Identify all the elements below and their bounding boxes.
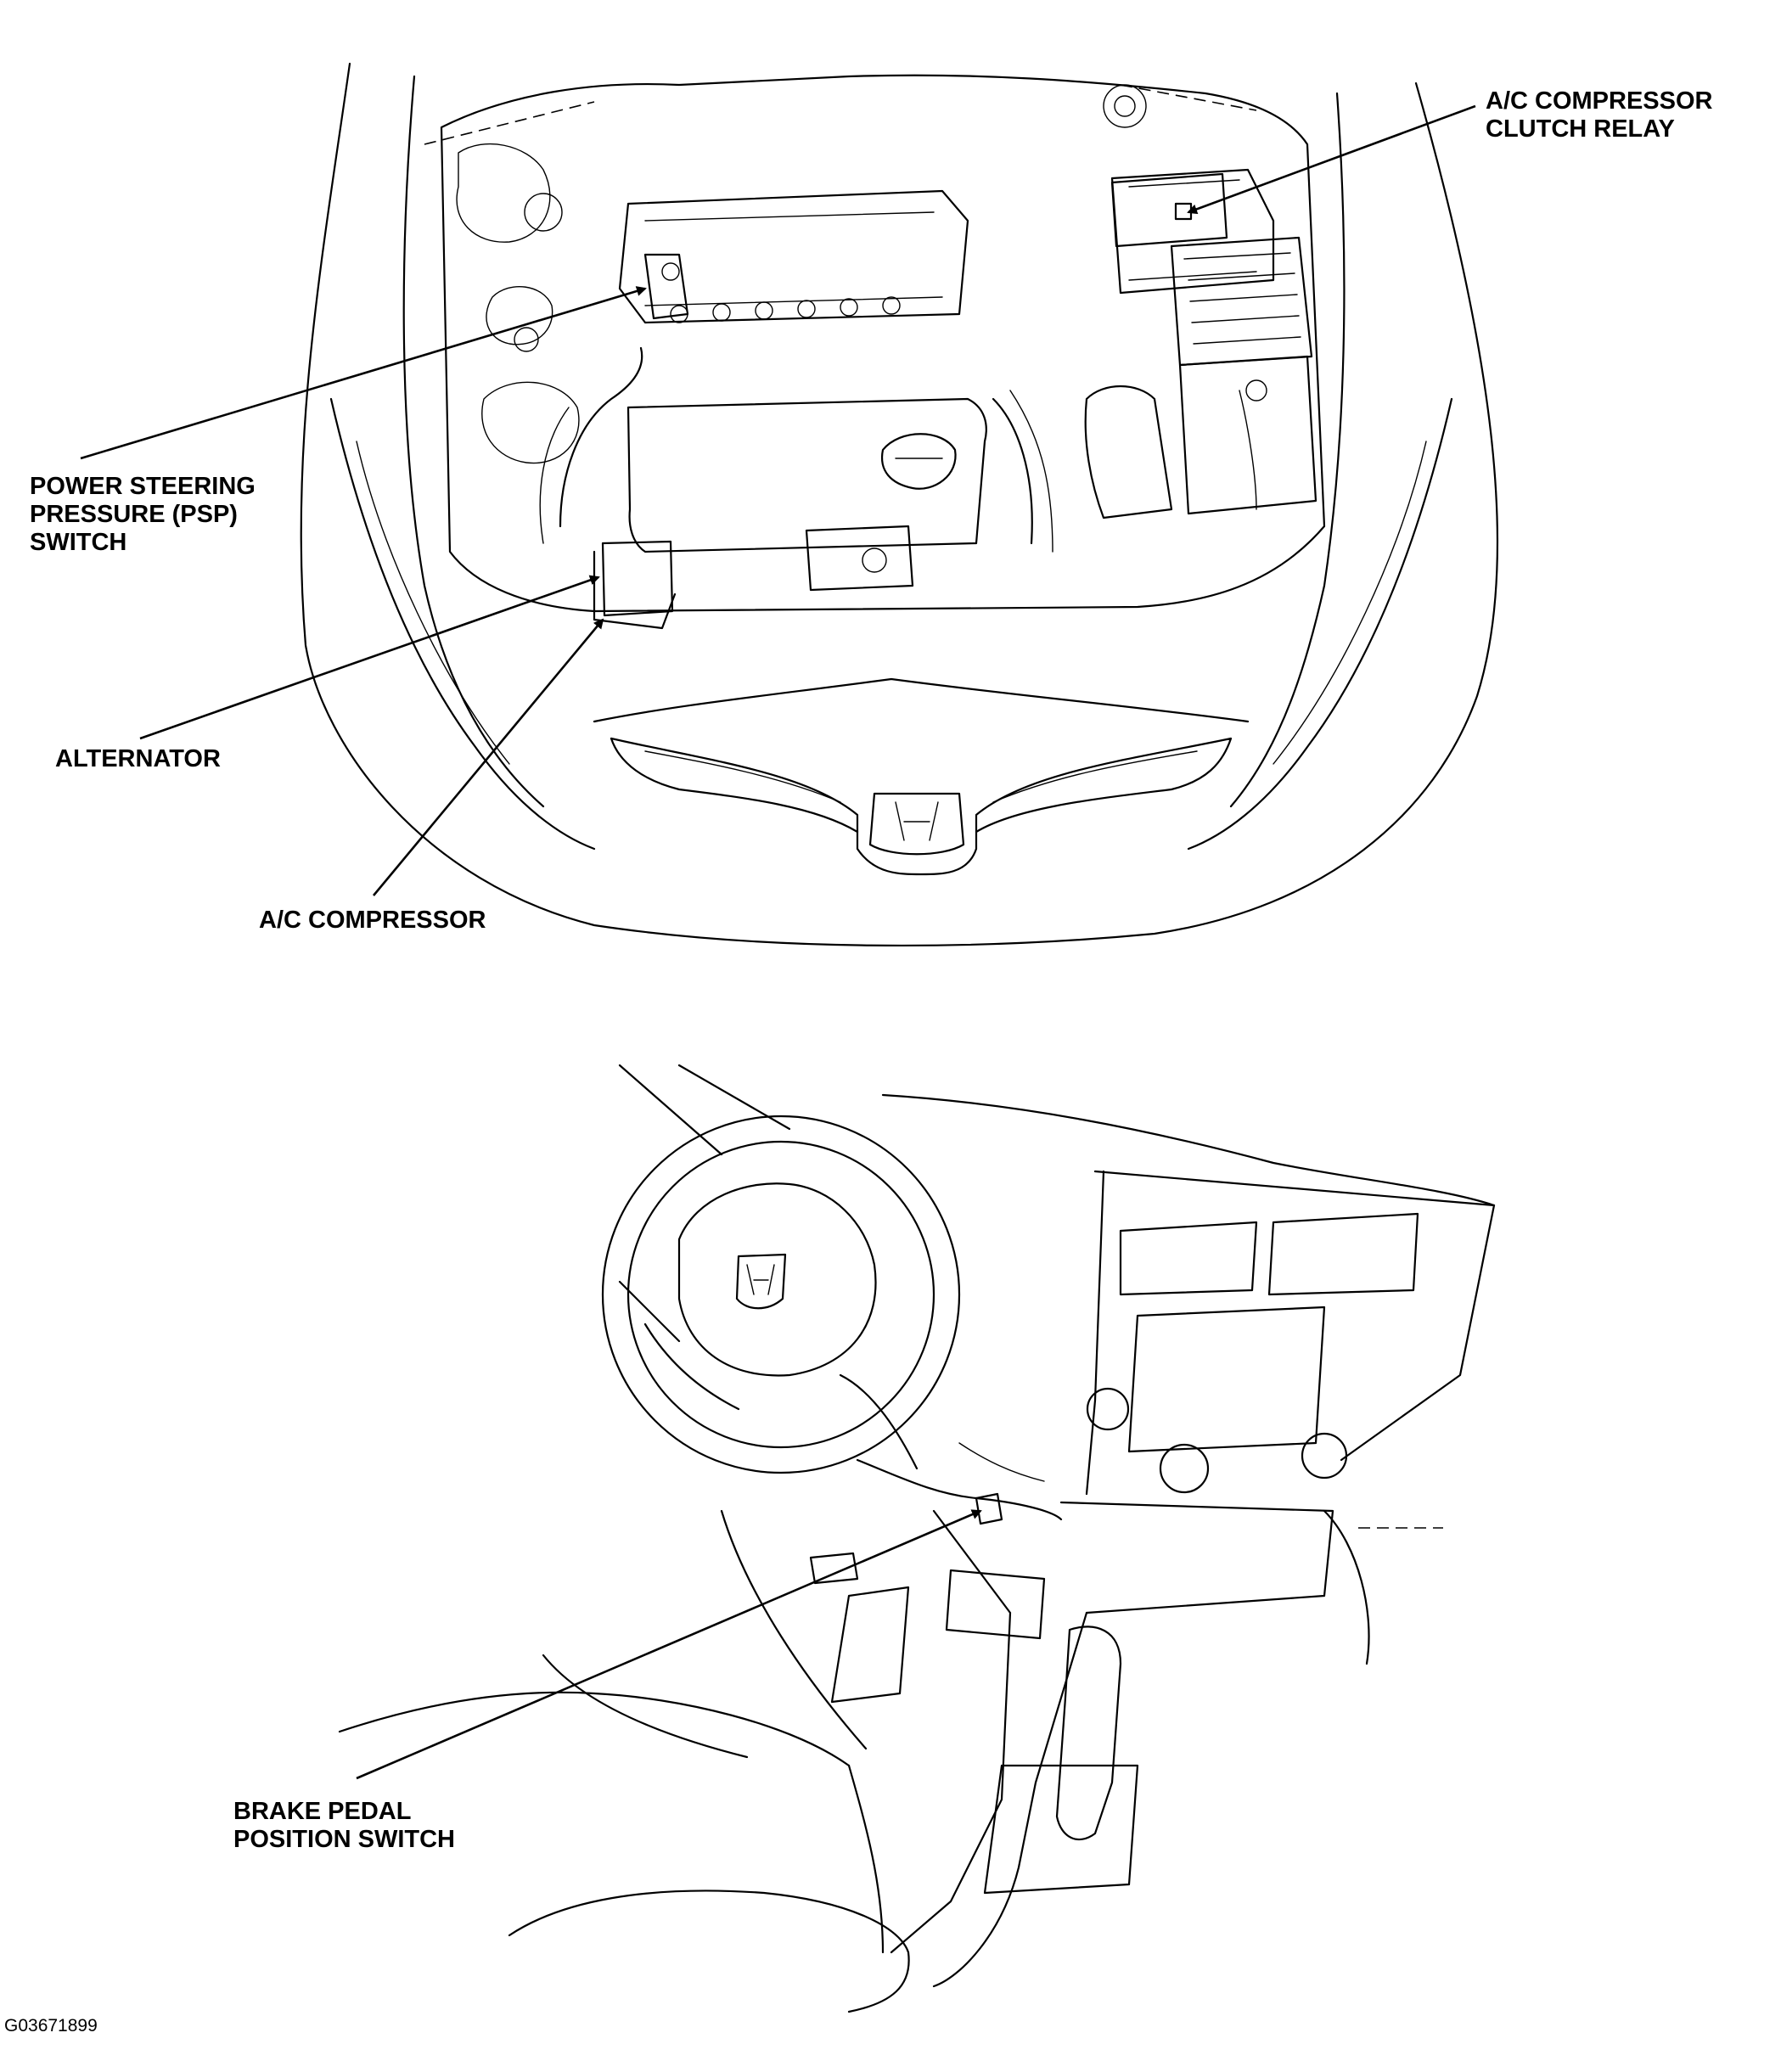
interior-illustration [338, 1064, 1496, 2013]
leader-ac-compressor [373, 618, 604, 896]
callout-ac-compressor-clutch-relay: A/C COMPRESSOR CLUTCH RELAY [1486, 87, 1713, 143]
leader-brake-switch [356, 1509, 982, 1780]
leader-psp-switch [80, 286, 647, 460]
engine-bay-illustration [300, 62, 1499, 947]
callout-alternator: ALTERNATOR [55, 745, 221, 772]
callout-power-steering-pressure-switch: POWER STEERING PRESSURE (PSP) SWITCH [30, 473, 256, 556]
leader-alternator [139, 575, 600, 740]
callout-ac-compressor: A/C COMPRESSOR [259, 907, 486, 934]
leader-lines [80, 104, 1476, 1780]
leader-ac-clutch-relay [1187, 104, 1476, 215]
callout-brake-pedal-position-switch: BRAKE PEDAL POSITION SWITCH [233, 1798, 455, 1853]
figure-id: G03671899 [4, 2016, 98, 2036]
